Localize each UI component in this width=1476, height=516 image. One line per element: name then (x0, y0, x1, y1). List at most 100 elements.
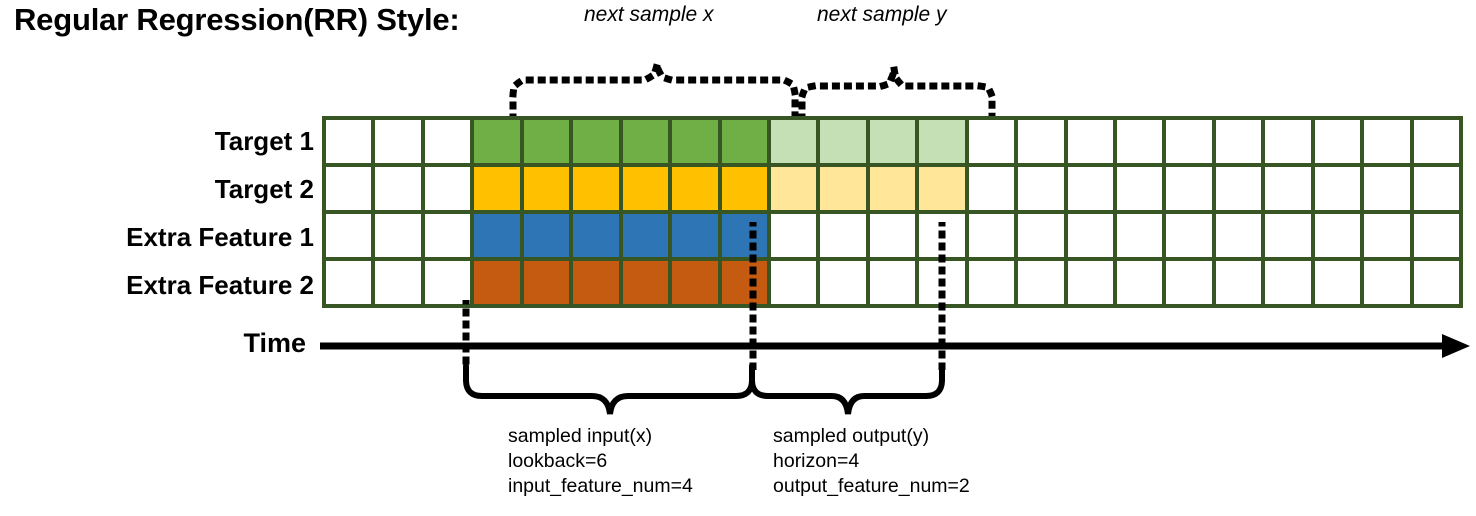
grid-cell (1413, 261, 1460, 304)
time-axis-arrow (320, 334, 1470, 358)
grid-cell (820, 120, 866, 163)
grid-cell (919, 167, 965, 210)
grid-cell (1413, 214, 1460, 257)
grid-row-extra-feature-2 (326, 261, 1460, 304)
grid-cell (474, 167, 520, 210)
grid-cell (1166, 214, 1212, 257)
next-sample-x-brace (509, 63, 799, 120)
grid-cell (523, 167, 570, 210)
grid-row-target-2 (326, 167, 1460, 210)
grid-row-extra-feature-1 (326, 214, 1460, 257)
grid-cell (672, 120, 718, 163)
grid-cell (770, 214, 817, 257)
grid-cell (1314, 214, 1361, 257)
grid-cell (474, 120, 520, 163)
grid-cell (770, 120, 817, 163)
grid-cell (770, 167, 817, 210)
grid-cell (1364, 214, 1410, 257)
grid-cell (1166, 261, 1212, 304)
row-label-list: Target 1 Target 2 Extra Feature 1 Extra … (8, 116, 314, 308)
grid-cell (474, 261, 520, 304)
grid-cell (474, 214, 520, 257)
grid-cell (1018, 167, 1064, 210)
grid-cell (869, 167, 916, 210)
grid-cell (1265, 167, 1311, 210)
grid-cell (1314, 167, 1361, 210)
grid-cell (375, 167, 421, 210)
grid-cell (573, 167, 619, 210)
grid-cell (721, 167, 767, 210)
grid-cell (1018, 214, 1064, 257)
row-label-extra-feature-1: Extra Feature 1 (126, 222, 314, 252)
grid-cell (1265, 214, 1311, 257)
grid-cell (968, 167, 1015, 210)
grid-cell (1067, 261, 1113, 304)
grid-cell (1314, 120, 1361, 163)
grid-cell (326, 120, 372, 163)
grid-cell (1117, 261, 1163, 304)
grid-cell (820, 261, 866, 304)
grid-cell (1117, 120, 1163, 163)
next-sample-y-label: next sample y (817, 3, 947, 26)
grid-cell (1215, 167, 1262, 210)
row-label-target-2: Target 2 (214, 174, 314, 204)
grid-cell (869, 120, 916, 163)
grid-cell (573, 120, 619, 163)
sampled-input-brace (463, 364, 755, 415)
grid-cell (326, 214, 372, 257)
grid-cell (1413, 167, 1460, 210)
grid-cell (672, 261, 718, 304)
timeseries-grid (322, 116, 1463, 308)
grid-cell (968, 120, 1015, 163)
grid-cell (375, 214, 421, 257)
grid-cell (1166, 120, 1212, 163)
grid-cell (1067, 167, 1113, 210)
grid-cell (1018, 120, 1064, 163)
grid-cell (424, 214, 471, 257)
guide-line-input-start (462, 300, 470, 370)
grid-cell (424, 261, 471, 304)
grid-cell (1117, 214, 1163, 257)
grid-cell (573, 261, 619, 304)
grid-cell (1067, 214, 1113, 257)
grid-cell (1314, 261, 1361, 304)
grid-cell (523, 120, 570, 163)
grid-cell (820, 167, 866, 210)
next-sample-y-brace (798, 67, 996, 120)
grid-cell (1215, 120, 1262, 163)
grid-cell (622, 167, 669, 210)
grid-cell (672, 214, 718, 257)
grid-cell (1413, 120, 1460, 163)
grid-cell (770, 261, 817, 304)
grid-cell (622, 261, 669, 304)
grid-cell (523, 214, 570, 257)
grid-row-target-1 (326, 120, 1460, 163)
sampled-output-caption: sampled output(y) horizon=4 output_featu… (773, 425, 970, 497)
grid-cell (1067, 120, 1113, 163)
grid-cell (375, 261, 421, 304)
grid-cell (375, 120, 421, 163)
grid-cell (1018, 261, 1064, 304)
grid-cell (721, 261, 767, 304)
row-label-target-1: Target 1 (214, 126, 314, 156)
grid-cell (919, 120, 965, 163)
grid-cell (1215, 261, 1262, 304)
grid-cell (968, 261, 1015, 304)
grid-cell (1166, 167, 1212, 210)
next-sample-x-label: next sample x (584, 3, 714, 26)
grid-cell (869, 214, 916, 257)
time-axis-label: Time (243, 328, 306, 358)
grid-cell (869, 261, 916, 304)
grid-cell (424, 120, 471, 163)
grid-cell (622, 214, 669, 257)
grid-cell (523, 261, 570, 304)
sampled-input-caption: sampled input(x) lookback=6 input_featur… (508, 425, 693, 497)
grid-cell (968, 214, 1015, 257)
grid-cell (1364, 120, 1410, 163)
grid-cell (1265, 261, 1311, 304)
grid-cell (1215, 214, 1262, 257)
grid-cell (672, 167, 718, 210)
grid-cell (721, 120, 767, 163)
grid-cell (820, 214, 866, 257)
sampled-output-brace (749, 364, 945, 415)
